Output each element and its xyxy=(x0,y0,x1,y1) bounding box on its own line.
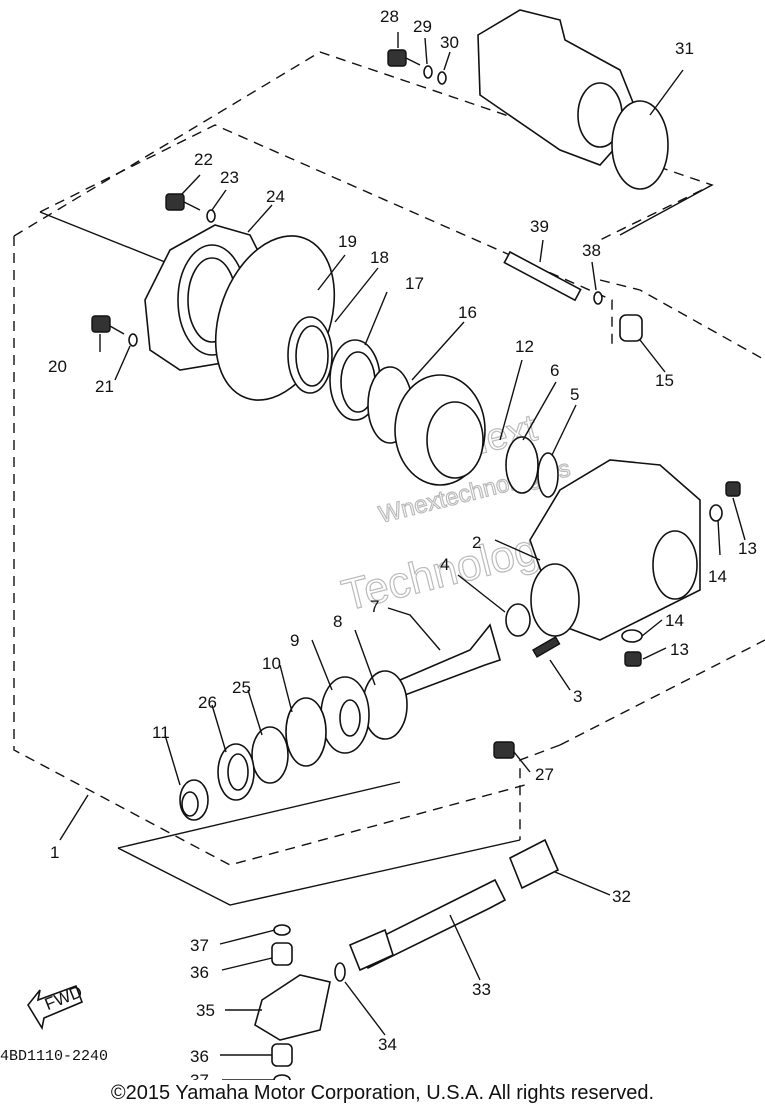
callout-19: 19 xyxy=(338,232,357,251)
part-35-universal-joint xyxy=(254,974,331,1041)
callout-24: 24 xyxy=(266,187,285,206)
callout-35: 35 xyxy=(196,1001,215,1020)
part-4-bearing xyxy=(505,603,531,637)
callout-31: 31 xyxy=(675,39,694,58)
callout-16: 16 xyxy=(458,303,477,322)
part-39-pin xyxy=(503,250,582,302)
callout-33: 33 xyxy=(472,980,491,999)
part-38-washer xyxy=(593,291,603,305)
part-27-nut xyxy=(493,741,515,759)
part-6-bearing xyxy=(505,436,539,494)
callout-20: 20 xyxy=(48,357,67,376)
part-13-bolt-b xyxy=(624,651,642,667)
part-33-drive-shaft xyxy=(348,878,507,972)
callout-37-top: 37 xyxy=(190,936,209,955)
callout-12: 12 xyxy=(515,337,534,356)
part-25-circlip xyxy=(251,726,289,784)
ring-gear xyxy=(394,374,486,486)
callout-26: 26 xyxy=(198,693,217,712)
callout-9: 9 xyxy=(290,631,299,650)
callout-14-bottom: 14 xyxy=(665,611,684,630)
callout-36-bottom: 36 xyxy=(190,1047,209,1066)
callout-21: 21 xyxy=(95,377,114,396)
callout-23: 23 xyxy=(220,168,239,187)
callout-38: 38 xyxy=(582,241,601,260)
copyright-notice: ©2015 Yamaha Motor Corporation, U.S.A. A… xyxy=(110,1082,655,1104)
callout-13-bottom: 13 xyxy=(670,640,689,659)
part-36-bearing-cup-b xyxy=(271,1043,293,1067)
callout-labels: 28 29 30 31 22 23 24 19 18 17 16 39 38 1… xyxy=(48,7,757,1080)
part-15-cap xyxy=(619,314,643,342)
part-3-stud xyxy=(532,636,561,658)
part-8-shim xyxy=(362,670,408,740)
callout-37-bottom: 37 xyxy=(190,1071,209,1080)
fwd-arrow-icon: FWD xyxy=(27,982,85,1031)
part-9-bearing xyxy=(320,676,370,754)
part-28-bolt xyxy=(387,49,421,67)
part-26-bearing xyxy=(217,743,255,801)
diagram-code: 4BD1110-2240 xyxy=(0,1048,108,1065)
part-37-clip-b xyxy=(273,1074,291,1080)
callout-15: 15 xyxy=(655,371,674,390)
part-13-bolt-a xyxy=(725,481,741,497)
callout-6: 6 xyxy=(550,361,559,380)
callout-11: 11 xyxy=(152,723,170,742)
callout-8: 8 xyxy=(333,612,342,631)
callout-27: 27 xyxy=(535,765,554,784)
callout-3: 3 xyxy=(573,687,582,706)
callout-10: 10 xyxy=(262,654,281,673)
part-2-housing xyxy=(529,459,701,641)
callout-39: 39 xyxy=(530,217,549,236)
callout-28: 28 xyxy=(380,7,399,26)
part-22-bolt xyxy=(165,193,201,211)
callout-5: 5 xyxy=(570,385,579,404)
part-14-washer-b xyxy=(621,629,643,643)
callout-2: 2 xyxy=(472,533,481,552)
part-20-bolt xyxy=(91,315,125,335)
frame-solid-bottom xyxy=(117,781,521,906)
part-5-washer xyxy=(537,452,559,498)
part-32-bushing xyxy=(508,838,560,890)
part-14-washer-a xyxy=(709,504,723,522)
part-21-washer xyxy=(128,333,138,347)
callout-29: 29 xyxy=(413,17,432,36)
part-31-housing xyxy=(477,9,669,190)
part-23-washer xyxy=(206,209,216,223)
part-30-oring xyxy=(437,71,447,85)
callout-32: 32 xyxy=(612,887,631,906)
part-37-clip-a xyxy=(273,924,291,936)
exploded-parts-diagram: Next Wnextechnologies Technologies xyxy=(0,7,765,1080)
callout-22: 22 xyxy=(194,150,213,169)
part-29-washer xyxy=(423,65,433,79)
part-36-bearing-cup-a xyxy=(271,942,293,966)
part-34-circlip xyxy=(334,962,346,982)
callout-13-top: 13 xyxy=(738,539,757,558)
callout-30: 30 xyxy=(440,33,459,52)
callout-7: 7 xyxy=(370,597,379,616)
callout-1: 1 xyxy=(50,843,59,862)
callout-36-top: 36 xyxy=(190,963,209,982)
leader-lines xyxy=(59,32,746,1080)
callout-4: 4 xyxy=(440,555,449,574)
callout-34: 34 xyxy=(378,1035,397,1054)
part-11-seal xyxy=(179,779,209,821)
callout-18: 18 xyxy=(370,248,389,267)
callout-17: 17 xyxy=(405,274,424,293)
part-10-ring-nut xyxy=(285,697,327,767)
callout-25: 25 xyxy=(232,678,251,697)
callout-14-top: 14 xyxy=(708,567,727,586)
part-18-shim xyxy=(287,316,333,394)
part-7-pinion-gear xyxy=(399,623,501,697)
